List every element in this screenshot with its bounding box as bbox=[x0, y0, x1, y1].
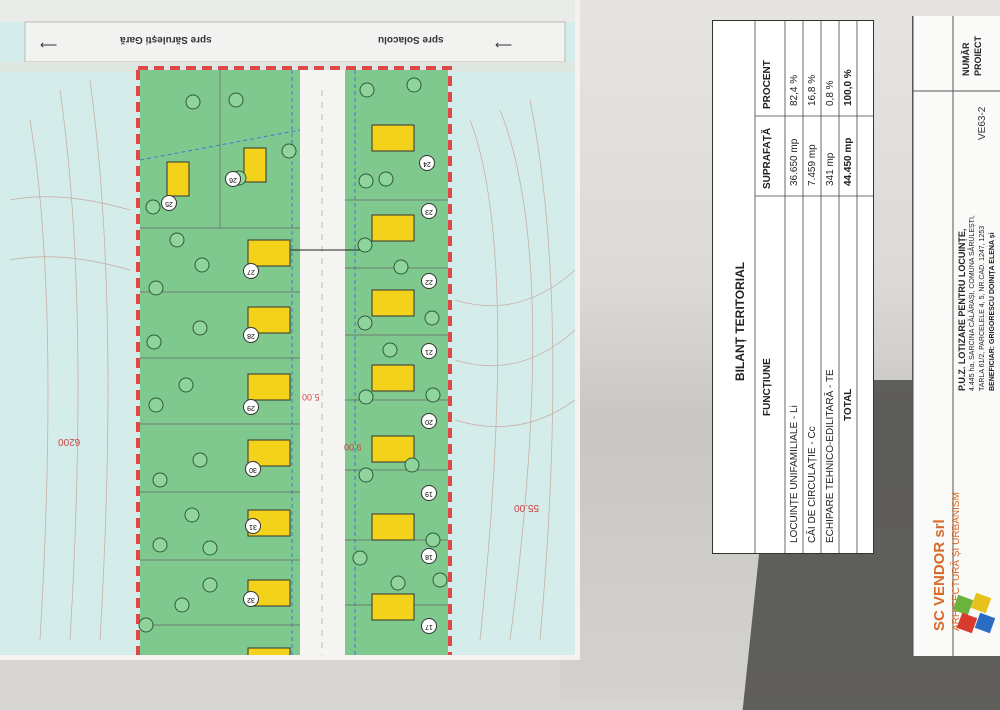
bilant-title: BILANȚ TERITORIAL bbox=[733, 261, 747, 381]
row-li-area: 36.650 mp bbox=[789, 138, 800, 186]
elevation-label: 55.00 bbox=[514, 502, 540, 513]
row-te-label: ECHIPARE TEHNICO-EDILITARĂ - TE bbox=[825, 369, 836, 543]
lot-number-badge: 23 bbox=[421, 203, 437, 219]
dimension-label-2: 5.00 bbox=[302, 392, 320, 402]
row-total-label: TOTAL bbox=[843, 388, 854, 421]
lot-number-badge: 24 bbox=[419, 155, 435, 171]
company-logo bbox=[951, 591, 997, 647]
elevation-label-2: 6200 bbox=[58, 436, 81, 447]
row-cc-label: CĂI DE CIRCULAȚIE - Cc bbox=[807, 426, 818, 543]
project-code: VE63-2 bbox=[977, 106, 988, 140]
lot-number-badge: 29 bbox=[243, 399, 259, 415]
site-plan-svg bbox=[0, 0, 575, 655]
header-procent: PROCENT bbox=[762, 60, 773, 109]
bilant-grid bbox=[754, 21, 873, 553]
row-total-percent: 100,0 % bbox=[843, 69, 854, 106]
project-title: P.U.Z. LOTIZARE PENTRU LOCUINȚE, bbox=[957, 228, 967, 391]
arrow-left-icon: ⟵ bbox=[40, 38, 58, 52]
site-plan-map: spre Sărulești Gară spre Solacolu ⟵ ⟵ 55… bbox=[0, 0, 575, 655]
title-block-grid bbox=[913, 16, 1000, 656]
plan-sheet: spre Sărulești Gară spre Solacolu ⟵ ⟵ 55… bbox=[0, 0, 580, 660]
arrow-right-icon: ⟵ bbox=[495, 38, 513, 52]
dimension-label: 9.00 bbox=[344, 442, 362, 452]
lot-number-badge: 20 bbox=[421, 413, 437, 429]
lot-number-badge: 25 bbox=[161, 195, 177, 211]
lot-number-badge: 31 bbox=[245, 518, 261, 534]
row-li-percent: 82,4 % bbox=[789, 74, 800, 106]
header-functiune: FUNCȚIUNE bbox=[762, 358, 773, 416]
lot-number-badge: 27 bbox=[243, 263, 259, 279]
lot-number-badge: 26 bbox=[225, 171, 241, 187]
project-line3: TARLA 61/2, PARCELELE 4, 5, NR.CAD. 1247… bbox=[979, 225, 986, 391]
header-suprafata: SUPRAFAȚĂ bbox=[762, 127, 773, 189]
road-label-top: spre Sărulești Gară bbox=[120, 34, 212, 45]
lot-number-badge: 17 bbox=[421, 618, 437, 634]
row-cc-percent: 16,8 % bbox=[807, 74, 818, 106]
row-cc-area: 7.459 mp bbox=[807, 144, 818, 186]
title-block: SC VENDOR srl ARHITECTURĂ ȘI URBANISM P.… bbox=[912, 16, 1000, 656]
site-boundary bbox=[136, 66, 452, 655]
proj-label: PROIECT bbox=[973, 35, 983, 76]
row-te-percent: 0,8 % bbox=[825, 80, 836, 106]
houses bbox=[166, 124, 415, 655]
contour-lines bbox=[9, 79, 575, 641]
lot-number-badge: 22 bbox=[421, 273, 437, 289]
lot-number-badge: 18 bbox=[421, 548, 437, 564]
lot-number-badge: 32 bbox=[243, 591, 259, 607]
bilant-teritorial-table: BILANȚ TERITORIAL FUNCȚIUNE SUPRAFAȚĂ PR… bbox=[712, 20, 874, 554]
nr-label: NUMĂR bbox=[961, 42, 971, 77]
row-total-area: 44.450 mp bbox=[843, 137, 854, 186]
project-line2: 4.445 ha, SARCINA CĂLĂRAȘI, COMUNA SĂRUL… bbox=[969, 215, 976, 391]
lot-number-badge: 30 bbox=[245, 461, 261, 477]
row-te-area: 341 mp bbox=[825, 152, 836, 186]
trees bbox=[138, 77, 448, 633]
lot-number-badge: 19 bbox=[421, 485, 437, 501]
company-name: SC VENDOR srl bbox=[931, 519, 948, 631]
inner-road bbox=[300, 70, 345, 655]
lot-number-badge: 28 bbox=[243, 327, 259, 343]
project-beneficiar: BENEFICIAR: GRIGORESCU DOINIȚA ELENA și bbox=[989, 232, 996, 391]
lot-number-badge: 21 bbox=[421, 343, 437, 359]
lot-separators bbox=[140, 70, 448, 626]
road-label-bottom: spre Solacolu bbox=[378, 34, 444, 45]
row-li-label: LOCUINȚE UNIFAMILIALE - Li bbox=[789, 405, 800, 543]
